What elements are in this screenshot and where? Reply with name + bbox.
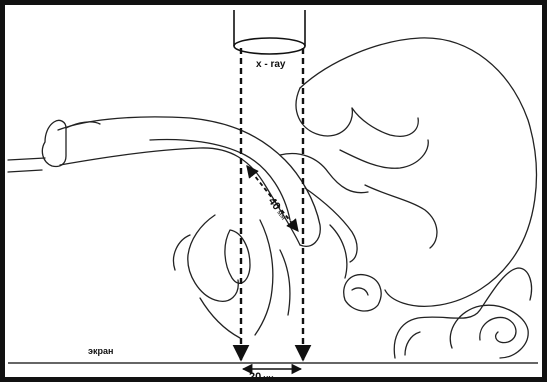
xray-source-label: x - ray — [256, 59, 286, 70]
beam-width-label: 20мм — [249, 371, 273, 377]
anatomy-diagram: 40мм x - ray экран 20мм — [5, 5, 542, 377]
penetration-label: 40мм — [266, 195, 290, 222]
screen-label: экран — [88, 346, 113, 356]
xray-tube — [234, 10, 305, 54]
